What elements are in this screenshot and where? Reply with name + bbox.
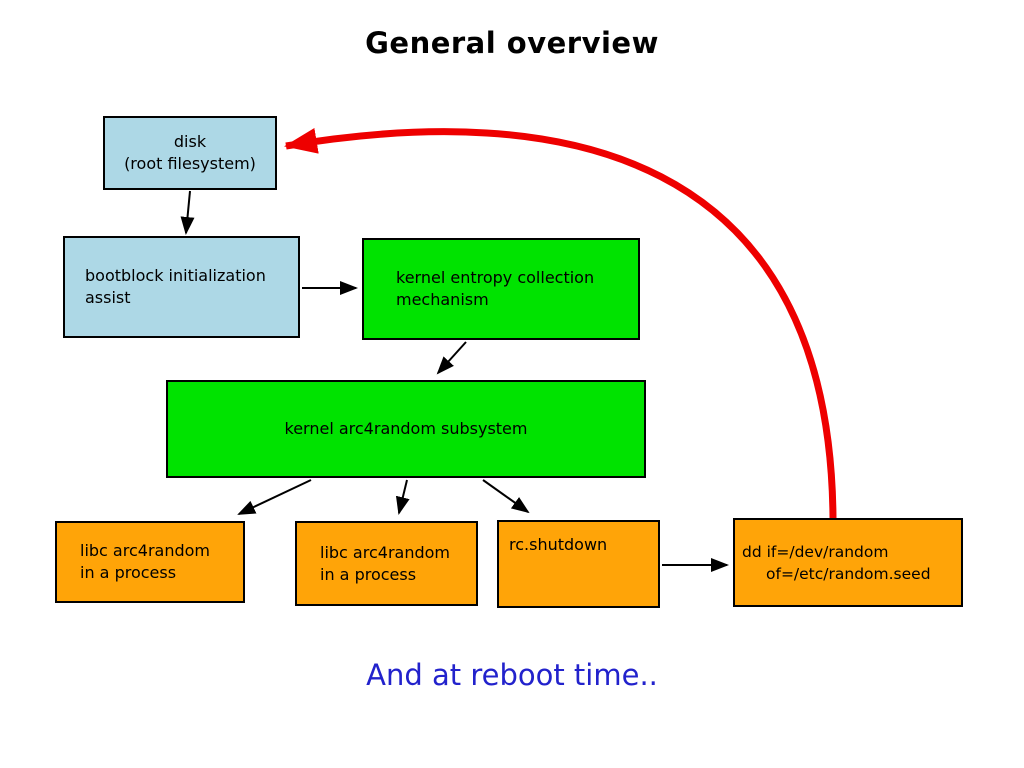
page-title: General overview xyxy=(365,26,659,60)
reboot-note: And at reboot time.. xyxy=(366,658,658,692)
node-dd-line1: dd if=/dev/random xyxy=(742,542,889,561)
node-dd-line2: of=/etc/random.seed xyxy=(766,564,931,583)
node-libc-process-2: libc arc4random in a process xyxy=(295,521,478,606)
node-bootblock: bootblock initialization assist xyxy=(63,236,300,338)
node-entropy: kernel entropy collection mechanism xyxy=(362,238,640,340)
node-arc4random: kernel arc4random subsystem xyxy=(166,380,646,478)
node-dd-seed: dd if=/dev/random of=/etc/random.seed xyxy=(733,518,963,607)
node-libc2-line2: in a process xyxy=(320,564,417,584)
arrow-arc4random-to-libc2 xyxy=(395,479,410,515)
arrow-arc4random-to-rcshutdown xyxy=(482,479,530,514)
node-libc-process-1: libc arc4random in a process xyxy=(55,521,245,603)
node-entropy-line1: kernel entropy collection xyxy=(396,268,595,287)
arrow-arc4random-to-libc1 xyxy=(237,479,312,515)
arrow-entropy-to-arc4random xyxy=(436,341,467,375)
node-disk: disk (root filesystem) xyxy=(103,116,277,190)
node-rcshutdown: rc.shutdown xyxy=(497,520,660,608)
arrow-disk-to-bootblock xyxy=(180,190,195,235)
node-disk-line2: (root filesystem) xyxy=(124,154,256,173)
node-arc4random-label: kernel arc4random subsystem xyxy=(284,419,528,438)
node-libc1-line2: in a process xyxy=(80,563,177,582)
node-libc2-line1: libc arc4random xyxy=(320,542,450,562)
node-bootblock-line1: bootblock initialization xyxy=(85,266,266,285)
node-entropy-line2: mechanism xyxy=(396,290,489,309)
node-rcshutdown-label: rc.shutdown xyxy=(509,535,608,554)
node-disk-line1: disk xyxy=(173,132,207,151)
node-libc1-line1: libc arc4random xyxy=(80,541,210,560)
node-bootblock-line2: assist xyxy=(85,288,131,307)
